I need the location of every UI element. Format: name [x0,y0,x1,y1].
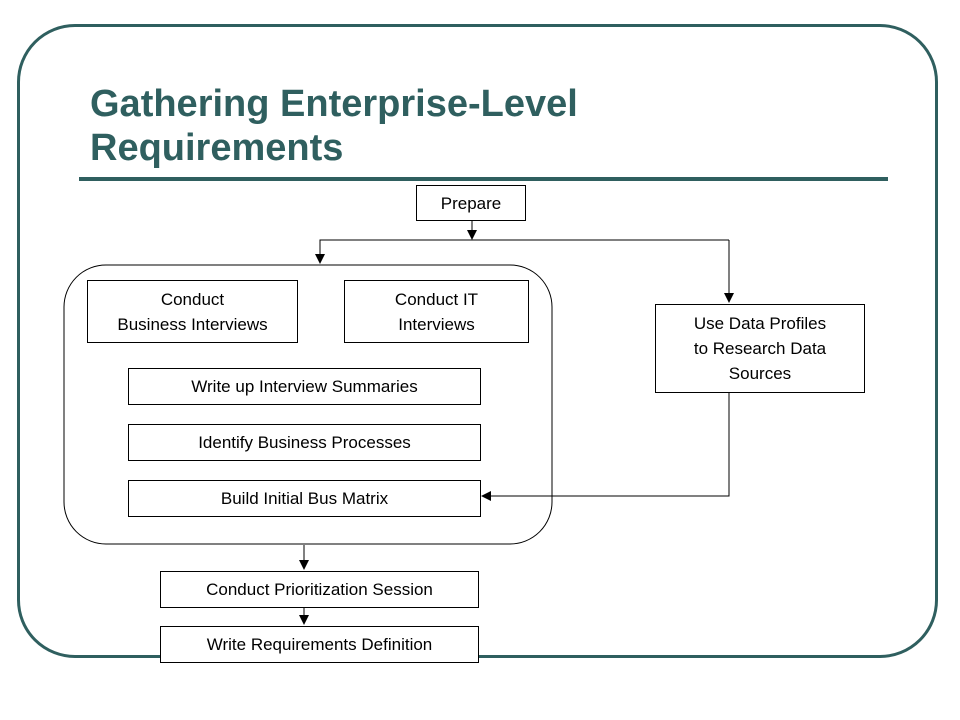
business-interviews-step: Conduct Business Interviews [87,280,298,343]
title-divider [79,177,888,181]
requirements-definition-step: Write Requirements Definition [160,626,479,663]
slide-title: Gathering Enterprise-Level Requirements [90,83,578,169]
split-to-interviews-arrow [315,239,729,264]
it-interviews-step: Conduct IT Interviews [344,280,529,343]
business-processes-step: Identify Business Processes [128,424,481,461]
interview-group-container [63,264,553,545]
prepare-step: Prepare [416,185,526,221]
data-profiles-step: Use Data Profiles to Research Data Sourc… [655,304,865,393]
interview-summaries-step: Write up Interview Summaries [128,368,481,405]
bus-matrix-step: Build Initial Bus Matrix [128,480,481,517]
data-profiles-to-bus-matrix-arrow [481,392,730,501]
prioritization-step: Conduct Prioritization Session [160,571,479,608]
